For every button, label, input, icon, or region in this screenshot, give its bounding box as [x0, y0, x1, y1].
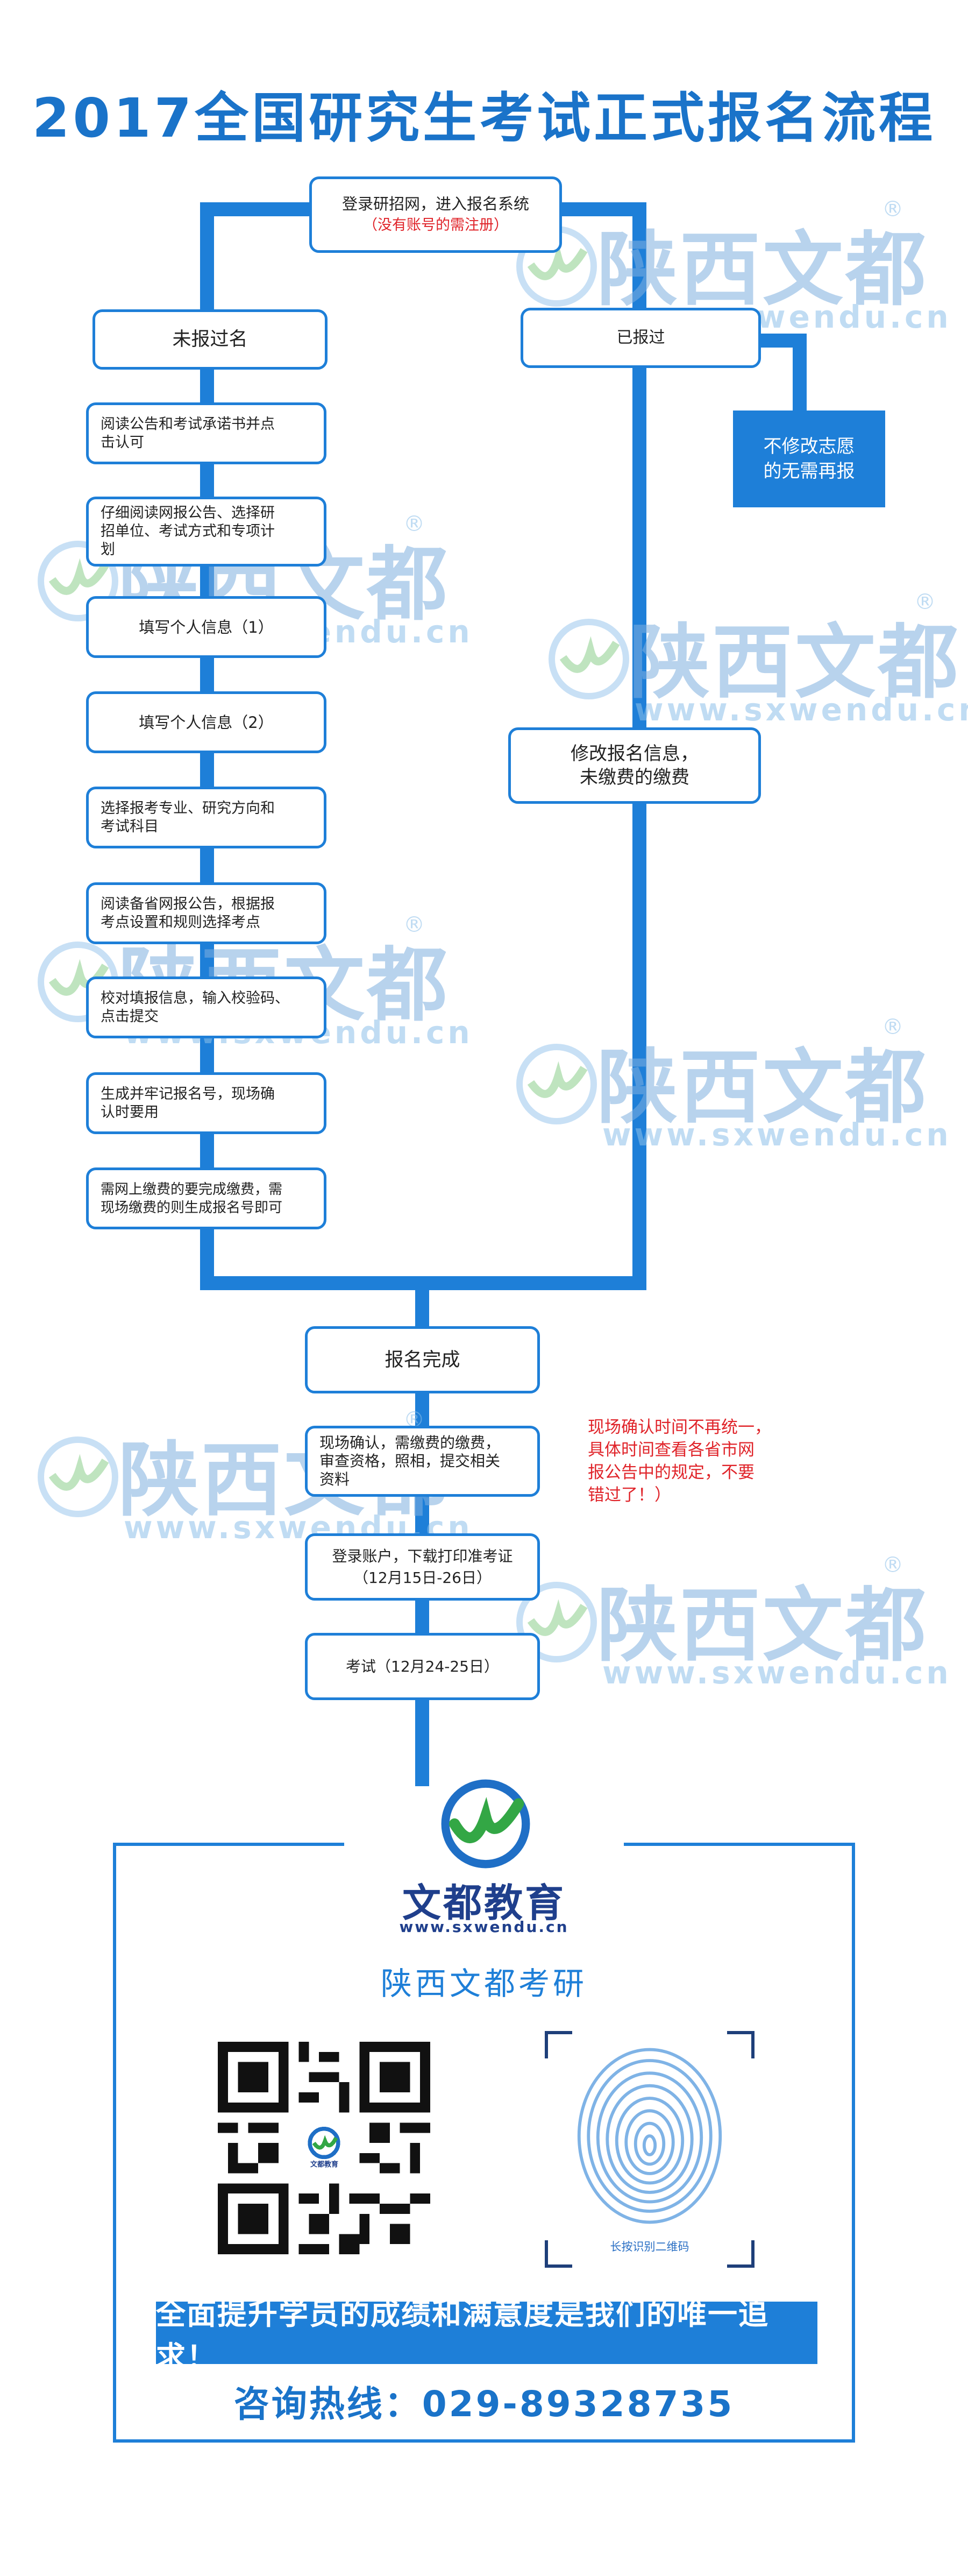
start-step-text: 登录研招网，进入报名系统 [341, 195, 529, 213]
branch-registered: 已报过 [521, 308, 761, 368]
page-title: 2017全国研究生考试正式报名流程 [32, 87, 936, 150]
registered-mark: ® [882, 197, 903, 222]
left-step-line: 招单位、考试方式和专项计 [101, 523, 275, 540]
left-step-line: 仔细阅读网报公告、选择研 [101, 505, 275, 521]
watermark-url: www.sxwendu.cn [602, 1654, 952, 1691]
wendu-logo-icon [38, 541, 118, 621]
left-step: 阅读公告和考试承诺书并点 击认可 [86, 402, 326, 464]
note-line: 具体时间查看各省市网 [588, 1440, 755, 1460]
onsite-confirm-note: 现场确认时间不再统一， 具体时间查看各省市网 报公告中的规定，不要 错过了！） [588, 1416, 814, 1506]
watermark: 陕西文都 www.sxwendu.cn ® [516, 197, 949, 339]
final-step: 登录账户，下载打印准考证 （12月15日-26日） [305, 1533, 540, 1601]
branch-not-registered: 未报过名 [92, 309, 328, 370]
qr-center-label: 文都教育 [310, 2161, 338, 2169]
registration-complete-text: 报名完成 [385, 1349, 460, 1371]
watermark-text: 陕西文都 [597, 1579, 929, 1673]
modify-info-line1: 修改报名信息， [571, 743, 699, 765]
left-step: 填写个人信息（1） [86, 596, 326, 658]
left-step: 选择报考专业、研究方向和 考试科目 [86, 787, 326, 848]
left-step-line: 划 [101, 541, 115, 558]
wendu-logo-icon [38, 1436, 118, 1517]
wendu-logo-icon [441, 1779, 530, 1869]
fingerprint-caption: 长按识别二维码 [610, 2240, 689, 2253]
final-step-line: 资料 [319, 1470, 350, 1488]
left-step: 需网上缴费的要完成缴费，需 现场缴费的则生成报名号即可 [86, 1167, 326, 1229]
no-resubmit-box: 不修改志愿 的无需再报 [733, 411, 885, 507]
note-line: 现场确认时间不再统一， [588, 1418, 771, 1437]
left-step-line: 填写个人信息（1） [139, 618, 274, 636]
final-step-line: 考试（12月24-25日） [346, 1657, 499, 1675]
fingerprint-icon [577, 2048, 722, 2224]
note-line: 报公告中的规定，不要 [588, 1463, 755, 1482]
brand-subtitle: 陕西文都考研 [380, 1965, 587, 2002]
fingerprint-scanner[interactable]: 长按识别二维码 [545, 2031, 755, 2268]
left-step-line: 考点设置和规则选择考点 [101, 914, 260, 931]
final-step: 考试（12月24-25日） [305, 1633, 540, 1700]
scan-corner [545, 2031, 572, 2058]
brand-name: 文都教育 [402, 1880, 566, 1926]
left-step-line: 填写个人信息（2） [139, 713, 274, 732]
branch-registered-text: 已报过 [616, 328, 665, 347]
no-resubmit-line2: 的无需再报 [763, 461, 855, 482]
registered-mark: ® [403, 512, 425, 536]
registered-mark: ® [882, 1553, 903, 1577]
final-step-line: 审查资格，照相，提交相关 [319, 1452, 501, 1470]
watermark: 陕西文都 www.sxwendu.cn ® [549, 590, 968, 732]
watermark: 陕西文都 www.sxwendu.cn ® [516, 1553, 949, 1695]
brand-url: www.sxwendu.cn [399, 1918, 569, 1936]
hotline[interactable]: 咨询热线：029-89328735 [233, 2383, 735, 2425]
left-step-line: 点击提交 [101, 1008, 159, 1025]
no-resubmit-line1: 不修改志愿 [763, 436, 855, 457]
left-step-line: 需网上缴费的要完成缴费，需 [101, 1181, 283, 1198]
wendu-logo-icon [516, 1044, 597, 1124]
scan-corner [727, 2031, 755, 2058]
left-step-line: 选择报考专业、研究方向和 [101, 799, 275, 817]
left-step-line: 校对填报信息，输入校验码、 [101, 989, 289, 1007]
qr-code[interactable] [218, 2042, 430, 2254]
left-step-line: 生成并牢记报名号，现场确 [101, 1085, 275, 1102]
registered-mark: ® [914, 590, 936, 614]
note-line: 错过了！） [588, 1485, 671, 1505]
final-step-line: 现场确认，需缴费的缴费， [319, 1434, 501, 1452]
left-step-line: 现场缴费的则生成报名号即可 [101, 1199, 283, 1216]
watermark: 陕西文都 www.sxwendu.cn ® [516, 1015, 949, 1157]
left-step: 填写个人信息（2） [86, 691, 326, 753]
watermark-text: 陕西文都 [597, 223, 929, 317]
wendu-logo-icon [516, 1582, 597, 1662]
left-step: 生成并牢记报名号，现场确 认时要用 [86, 1072, 326, 1134]
watermark-url: www.sxwendu.cn [635, 691, 968, 728]
registered-mark: ® [882, 1015, 903, 1039]
left-step-line: 击认可 [101, 434, 144, 451]
left-step-line: 认时要用 [101, 1103, 159, 1121]
left-step: 校对填报信息，输入校验码、 点击提交 [86, 976, 326, 1038]
slogan-banner: 全面提升学员的成绩和满意度是我们的唯一追求！ [156, 2297, 817, 2374]
start-step: 登录研招网，进入报名系统 （没有账号的需注册） [309, 176, 562, 253]
left-step-line: 阅读公告和考试承诺书并点 [101, 415, 275, 433]
registered-mark: ® [403, 912, 425, 937]
branch-not-registered-text: 未报过名 [172, 329, 248, 350]
scan-corner [545, 2240, 572, 2268]
registration-complete: 报名完成 [305, 1326, 540, 1393]
final-step-line: 登录账户，下载打印准考证 [332, 1547, 513, 1565]
modify-info-step: 修改报名信息， 未缴费的缴费 [508, 727, 761, 804]
final-step-line: （12月15日-26日） [353, 1568, 492, 1587]
left-step: 仔细阅读网报公告、选择研 招单位、考试方式和专项计 划 [86, 497, 326, 567]
watermark-url: www.sxwendu.cn [602, 1116, 952, 1153]
watermark-text: 陕西文都 [597, 1041, 929, 1135]
wendu-logo-icon [549, 619, 629, 699]
modify-info-line2: 未缴费的缴费 [580, 767, 689, 788]
left-step-line: 考试科目 [101, 818, 159, 835]
scan-corner [727, 2240, 755, 2268]
left-step: 阅读备省网报公告，根据报 考点设置和规则选择考点 [86, 882, 326, 944]
start-step-note: （没有账号的需注册） [363, 217, 508, 233]
final-step: 现场确认，需缴费的缴费， 审查资格，照相，提交相关 资料 [305, 1426, 540, 1497]
left-step-line: 阅读备省网报公告，根据报 [101, 895, 275, 912]
watermark-text: 陕西文都 [629, 616, 961, 710]
pipe-right-branch-v [793, 334, 807, 414]
